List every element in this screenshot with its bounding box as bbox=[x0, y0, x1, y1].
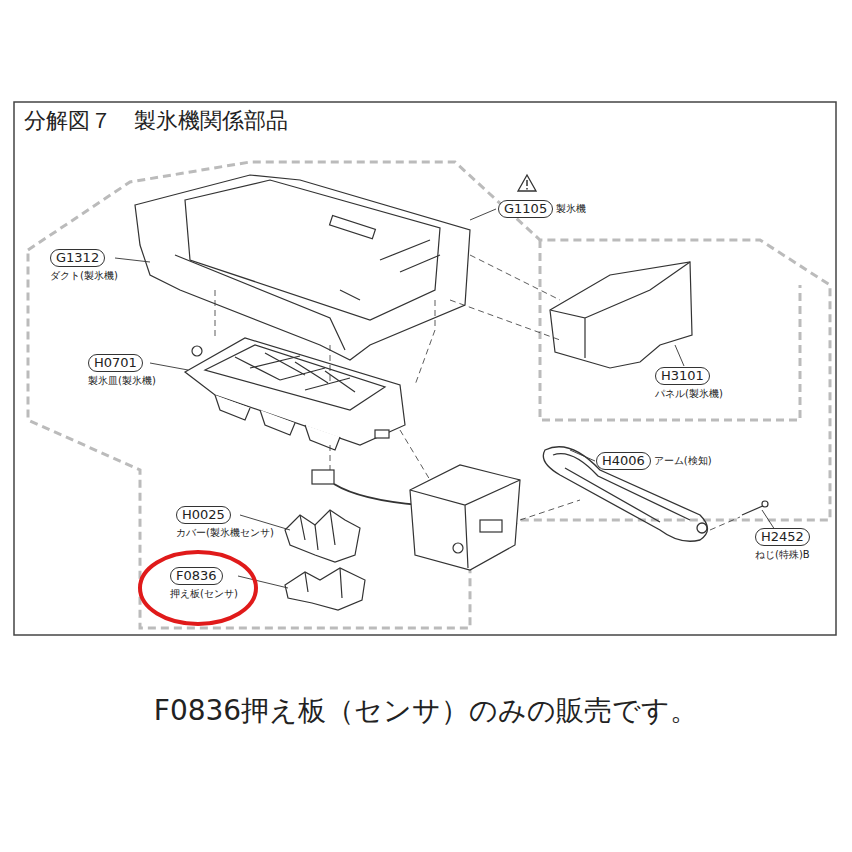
part-name: ダクト(製氷機) bbox=[50, 270, 118, 282]
part-callout: H4006アーム(検知) bbox=[596, 452, 712, 470]
region-outline bbox=[28, 162, 830, 628]
callout-number: F0836 bbox=[170, 567, 223, 585]
callout-number: H4006 bbox=[596, 452, 651, 470]
callout-number: G1312 bbox=[50, 249, 105, 267]
diagram-title: 分解図７ 製氷機関係部品 bbox=[24, 106, 288, 136]
part-name: パネル(製氷機) bbox=[655, 388, 723, 400]
part-callout: H2452 ねじ(特殊)B bbox=[755, 528, 810, 561]
ice-tray-part bbox=[185, 338, 405, 450]
warning-symbol bbox=[518, 175, 536, 191]
callout-number: H0701 bbox=[88, 354, 143, 372]
part-callout: H0701 製氷皿(製氷機) bbox=[88, 354, 156, 387]
callout-number: H2452 bbox=[755, 528, 810, 546]
part-callout: H3101 パネル(製氷機) bbox=[655, 367, 723, 400]
frame bbox=[14, 102, 836, 635]
caption-text: F0836押え板（センサ）のみの販売です。 bbox=[0, 692, 852, 730]
callout-number: H3101 bbox=[655, 367, 710, 385]
part-name: 押え板(センサ) bbox=[170, 588, 238, 600]
part-name: カバー(製氷機センサ) bbox=[176, 527, 274, 539]
part-callout: G1105製氷機 bbox=[498, 200, 586, 218]
highlight-circle bbox=[140, 552, 256, 624]
part-callout: H0025 カバー(製氷機センサ) bbox=[176, 506, 274, 539]
warning-symbol bbox=[526, 180, 528, 190]
part-callout: G1312 ダクト(製氷機) bbox=[50, 249, 118, 282]
leader-line bbox=[115, 209, 775, 588]
panel-part bbox=[550, 262, 692, 368]
sensor-cover-part bbox=[285, 510, 360, 562]
region-outline bbox=[540, 240, 800, 420]
duct-part bbox=[135, 175, 470, 360]
part-callout: F0836 押え板(センサ) bbox=[170, 567, 238, 600]
callout-number: H0025 bbox=[176, 506, 231, 524]
assembly-line bbox=[215, 255, 740, 530]
part-name: 製氷機 bbox=[556, 203, 586, 215]
plate-part bbox=[285, 568, 365, 610]
part-name: 製氷皿(製氷機) bbox=[88, 375, 156, 387]
part-name: ねじ(特殊)B bbox=[755, 549, 810, 561]
callout-number: G1105 bbox=[498, 200, 553, 218]
part-name: アーム(検知) bbox=[654, 455, 712, 467]
